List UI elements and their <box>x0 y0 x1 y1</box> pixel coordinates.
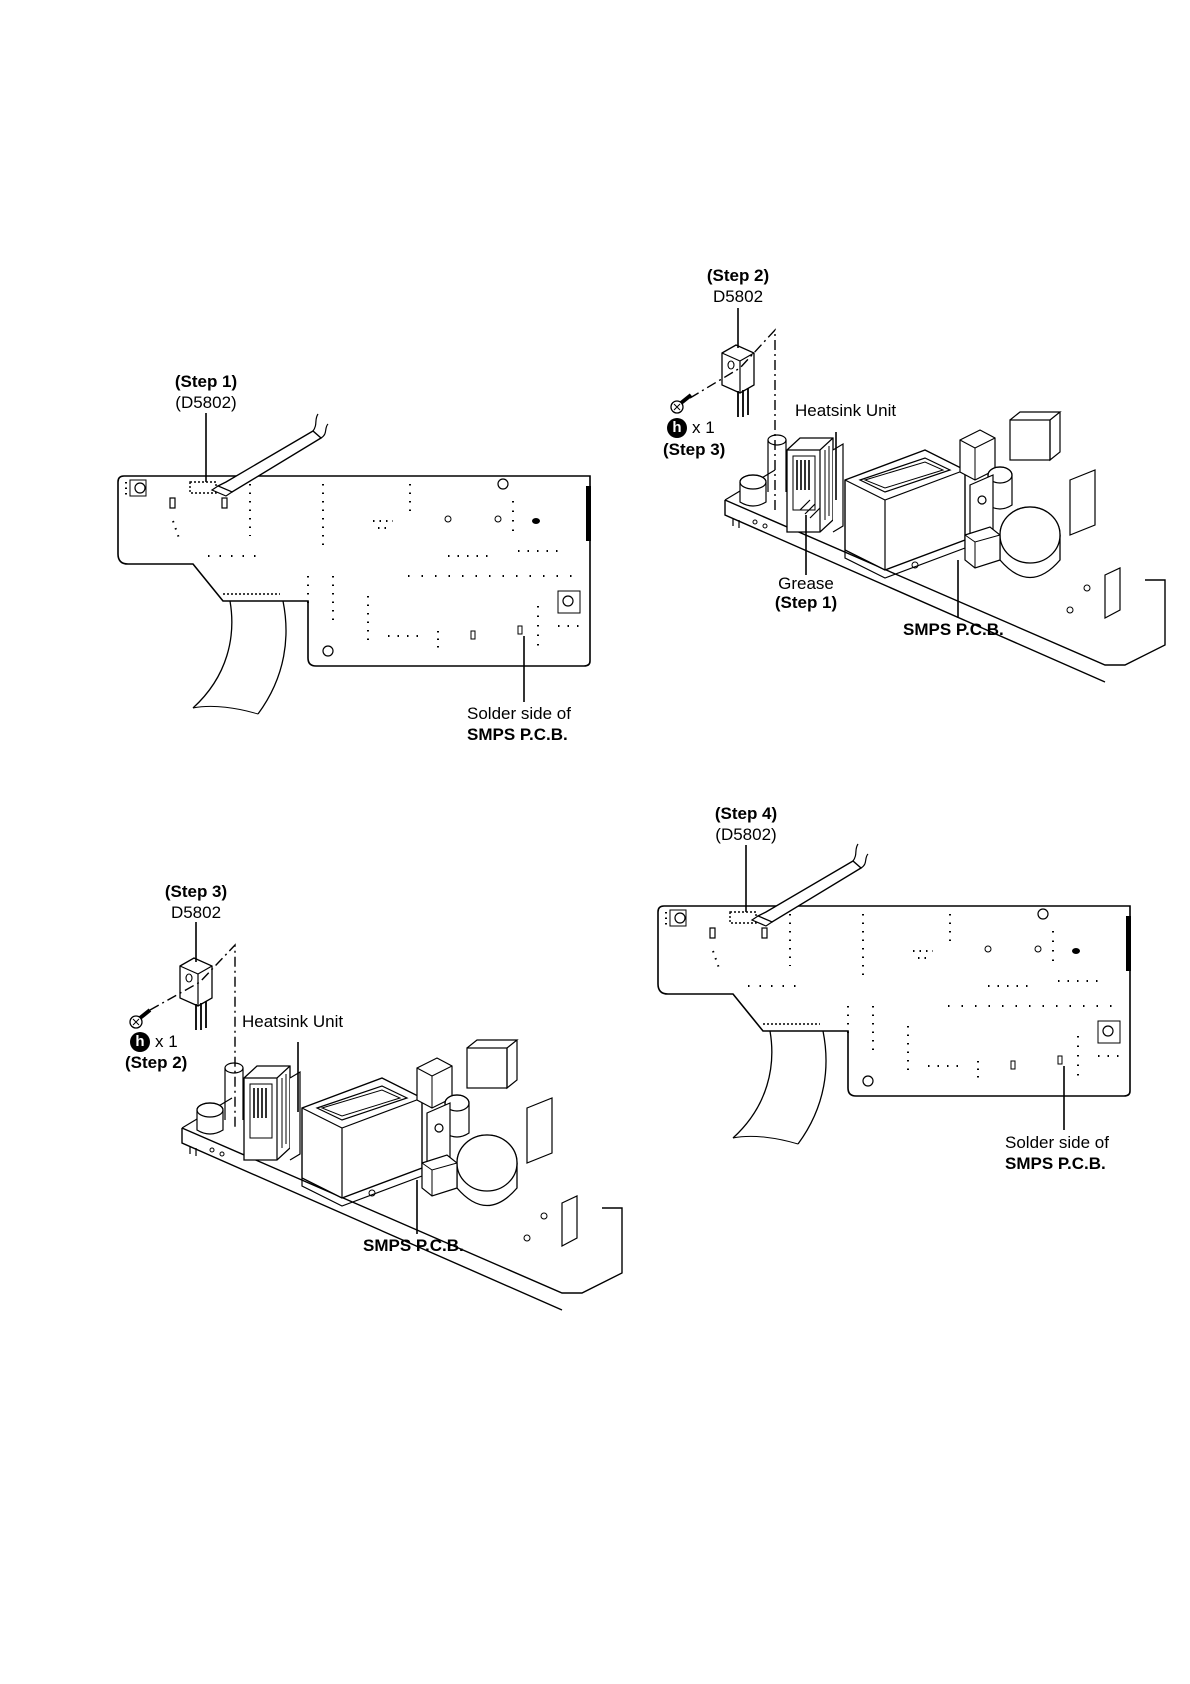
panel2-heatsink-label: Heatsink Unit <box>795 401 896 421</box>
panel3-step-label: (Step 3) <box>150 882 242 902</box>
screw-h-icon: h <box>667 418 687 438</box>
panel2-grease-step-label: (Step 1) <box>760 593 852 613</box>
panel2-screw-qty: x 1 <box>692 418 715 438</box>
panel2-screw-count: h x 1 <box>667 418 715 438</box>
panel1-part-label: (D5802) <box>160 393 252 413</box>
panel1-solder-board <box>118 413 591 714</box>
panel4-step-label: (Step 4) <box>700 804 792 824</box>
panel3-smps-pcb-label: SMPS P.C.B. <box>363 1236 464 1256</box>
panel4-smps-pcb-label: SMPS P.C.B. <box>1005 1154 1106 1174</box>
panel3-heatsink-label: Heatsink Unit <box>242 1012 343 1032</box>
panel3-screw-step-label: (Step 2) <box>125 1053 187 1073</box>
panel1-step-label: (Step 1) <box>160 372 252 392</box>
panel2-screw-step-label: (Step 3) <box>663 440 725 460</box>
panel2-step-label: (Step 2) <box>692 266 784 286</box>
panel3-screw-qty: x 1 <box>155 1032 178 1052</box>
panel2-part-label: D5802 <box>692 287 784 307</box>
panel2-smps-pcb-label: SMPS P.C.B. <box>903 620 1004 640</box>
panel4-part-label: (D5802) <box>700 825 792 845</box>
panel4-solder-side-label: Solder side of <box>1005 1133 1109 1153</box>
panel2-grease-label: Grease <box>760 574 852 594</box>
panel1-solder-side-label: Solder side of <box>467 704 571 724</box>
panel1-smps-pcb-label: SMPS P.C.B. <box>467 725 568 745</box>
screw-h-icon: h <box>130 1032 150 1052</box>
panel3-part-label: D5802 <box>150 903 242 923</box>
panel3-screw-count: h x 1 <box>130 1032 178 1052</box>
panel4-solder-board <box>658 844 1131 1144</box>
